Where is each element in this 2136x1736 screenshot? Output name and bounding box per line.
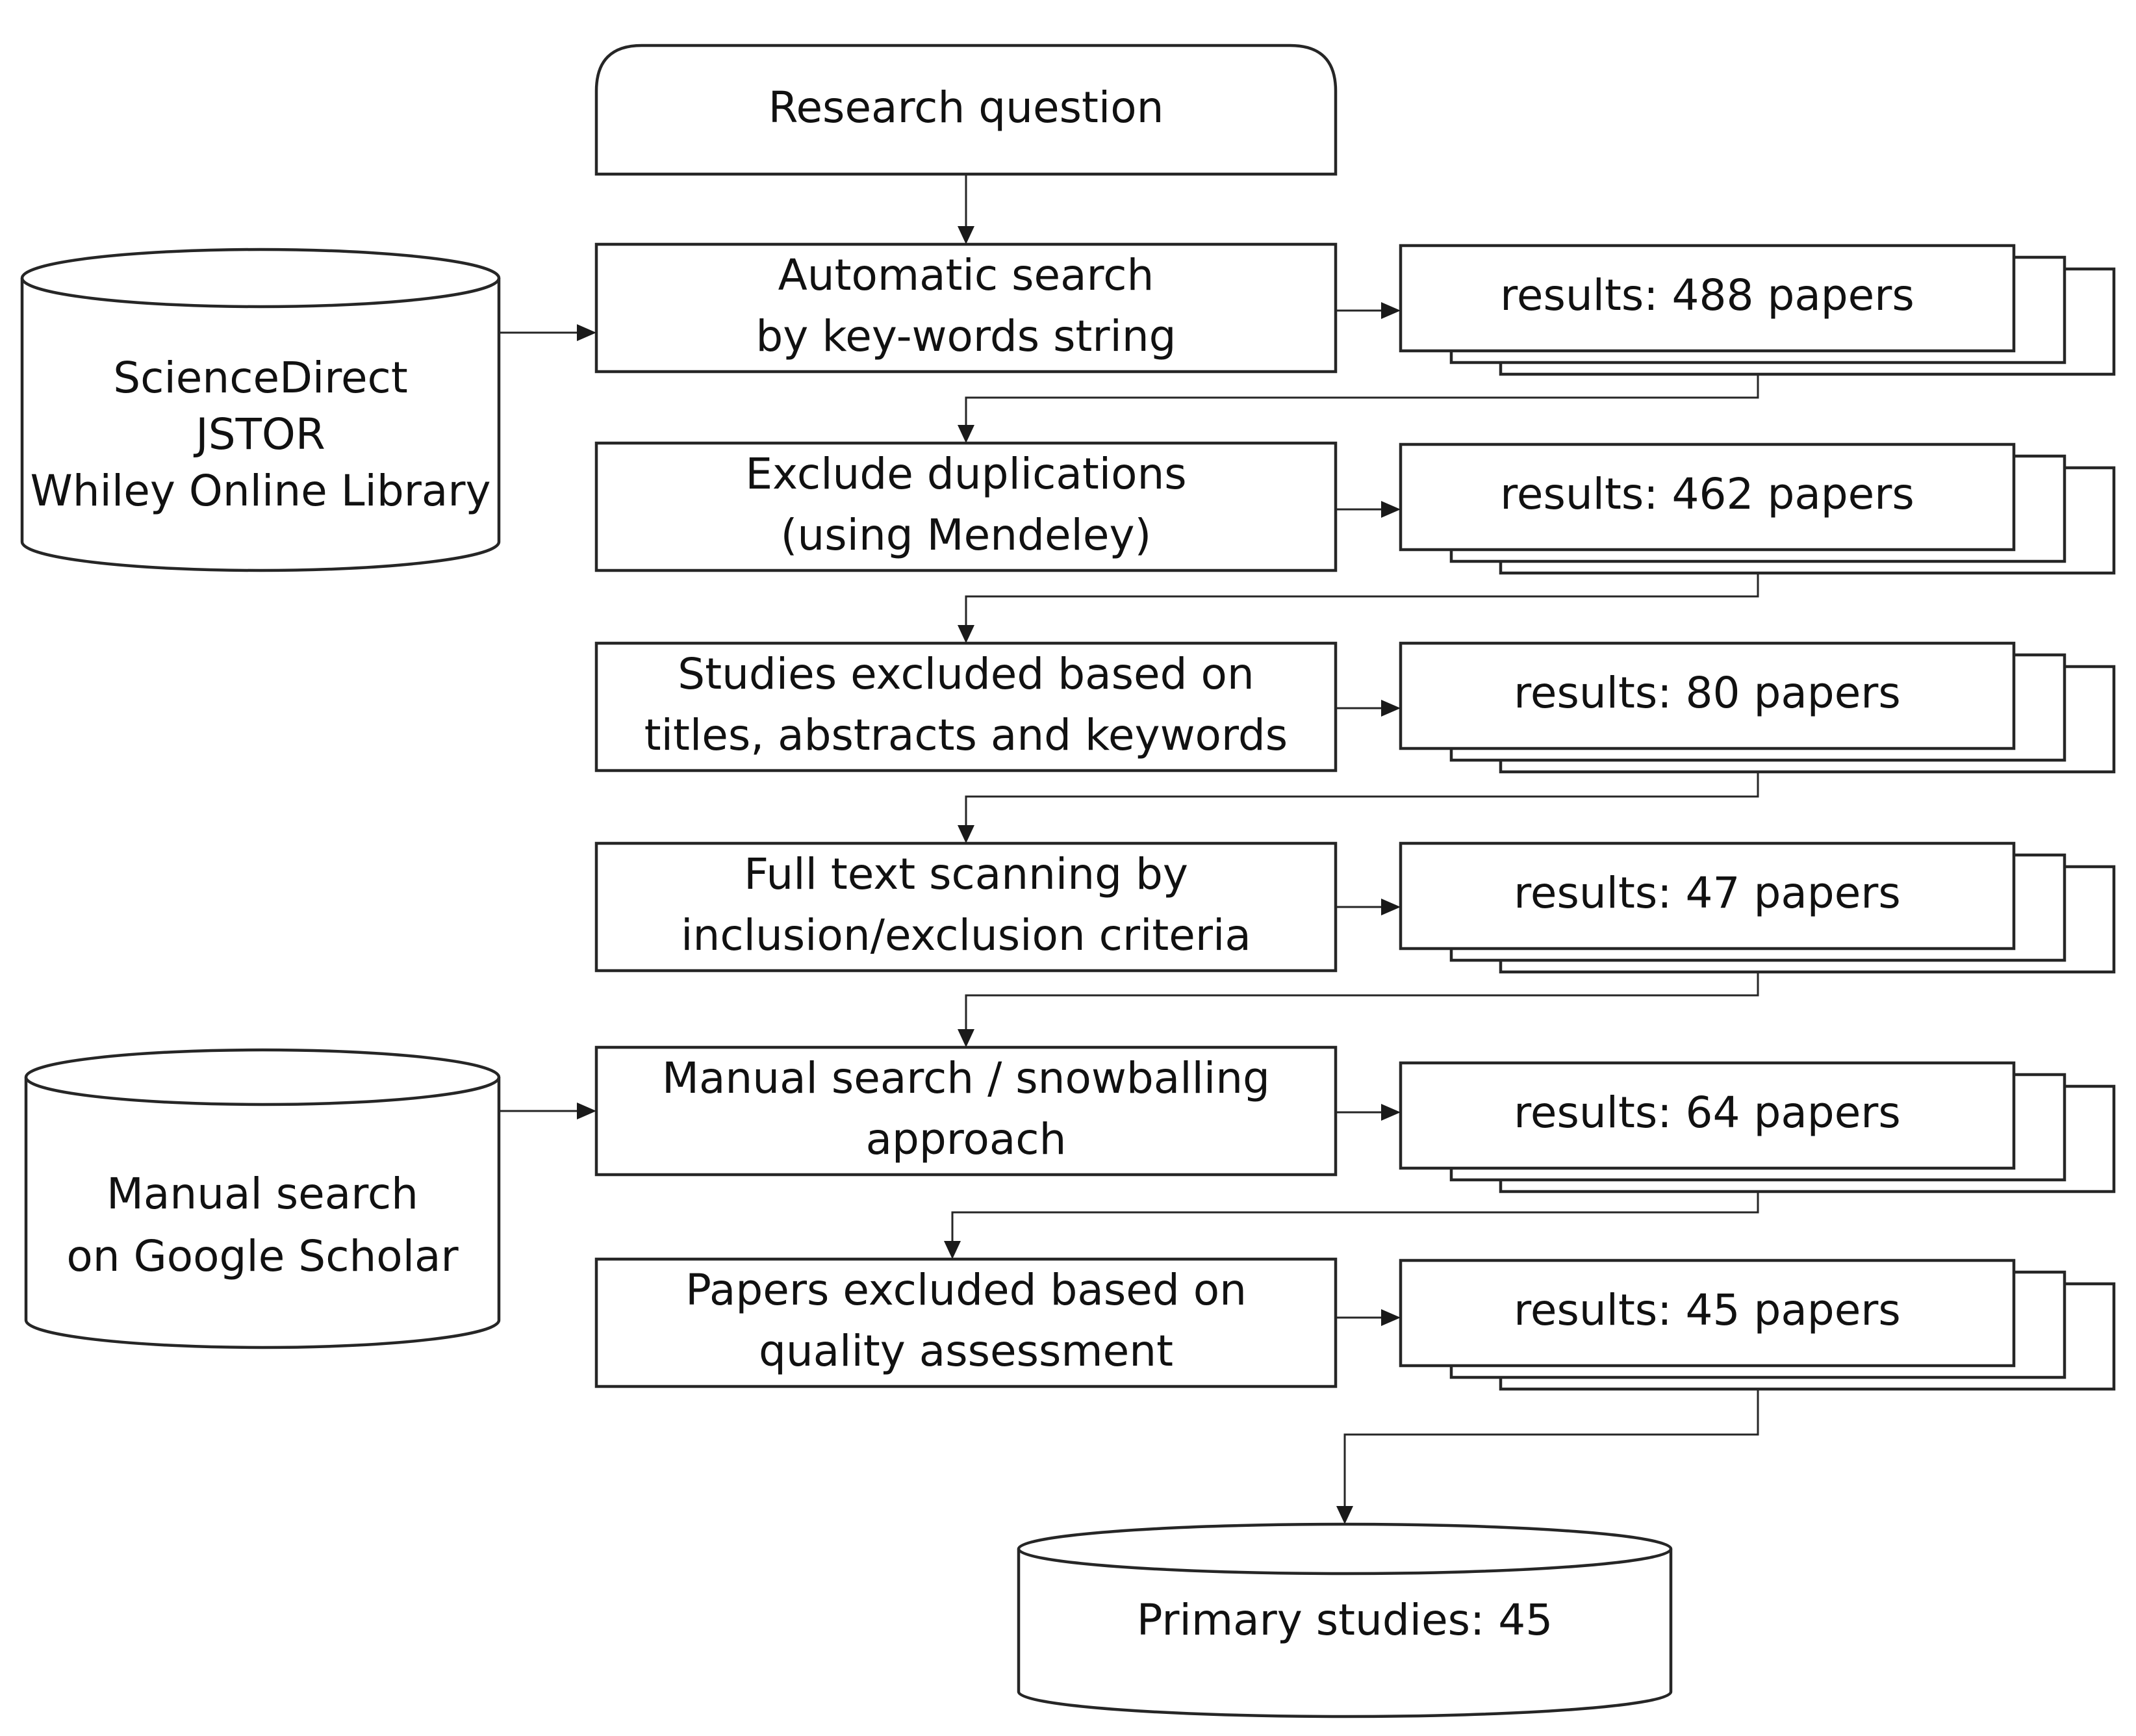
result-2-label: results: 462 papers — [1500, 469, 1914, 519]
arrowhead-step-6-to-result-6 — [1381, 1309, 1401, 1326]
arrowhead-sources-to-step-1 — [577, 324, 596, 341]
step-6-line-1: Papers excluded based on — [685, 1265, 1247, 1315]
step-2-exclude-duplications: Exclude duplications (using Mendeley) — [594, 441, 1338, 572]
step-5-line-2: approach — [866, 1114, 1067, 1164]
step-6-quality-assessment: Papers excluded based on quality assessm… — [594, 1257, 1338, 1388]
google-scholar-line-1: Manual search — [107, 1169, 418, 1219]
connector-result-5-to-step-6 — [951, 1192, 1759, 1241]
arrowhead-scholar-to-step-5 — [577, 1103, 596, 1119]
arrowhead-step-3-to-result-3 — [1381, 700, 1401, 717]
step-2-line-2: (using Mendeley) — [781, 510, 1152, 560]
result-3-label: results: 80 papers — [1514, 668, 1901, 718]
arrowhead-result-5-to-step-6 — [944, 1241, 961, 1259]
result-stack-4: results: 47 papers — [1399, 841, 2116, 974]
research-question-label: Research question — [769, 83, 1164, 133]
google-scholar-line-2: on Google Scholar — [66, 1231, 459, 1281]
connector-result-3-to-step-4 — [965, 772, 1759, 825]
connector-result-2-to-step-3 — [965, 573, 1759, 625]
result-stack-3: results: 80 papers — [1399, 641, 2116, 774]
arrowhead-result-6-to-primary — [1336, 1506, 1353, 1524]
step-3-line-2: titles, abstracts and keywords — [644, 710, 1288, 760]
google-scholar-node: Manual search on Google Scholar — [24, 1048, 501, 1349]
result-stack-5: results: 64 papers — [1399, 1061, 2116, 1194]
step-3-title-abstract-screening: Studies excluded based on titles, abstra… — [594, 641, 1338, 772]
step-1-automatic-search: Automatic search by key-words string — [594, 242, 1338, 374]
arrowhead-result-4-to-step-5 — [958, 1029, 974, 1047]
source-db-line-1: ScienceDirect — [113, 353, 407, 403]
step-2-line-1: Exclude duplications — [745, 449, 1186, 499]
research-question-node: Research question — [594, 44, 1338, 176]
connector-result-6-to-primary — [1343, 1389, 1759, 1506]
step-6-line-2: quality assessment — [759, 1326, 1173, 1376]
result-stack-2: results: 462 papers — [1399, 442, 2116, 575]
connectors — [499, 174, 1759, 1524]
source-db-line-2: JSTOR — [193, 409, 325, 459]
source-databases-node: ScienceDirect JSTOR Whiley Online Librar… — [20, 248, 501, 572]
step-3-line-1: Studies excluded based on — [678, 649, 1254, 699]
arrowhead-result-3-to-step-4 — [958, 825, 974, 843]
arrowhead-result-2-to-step-3 — [958, 625, 974, 643]
arrowhead-step-2-to-result-2 — [1381, 501, 1401, 518]
result-5-label: results: 64 papers — [1514, 1088, 1901, 1138]
primary-studies-label: Primary studies: 45 — [1137, 1595, 1553, 1645]
arrowhead-result-1-to-step-2 — [958, 425, 974, 443]
step-1-line-1: Automatic search — [778, 250, 1154, 300]
arrowhead-step-5-to-result-5 — [1381, 1104, 1401, 1121]
arrowhead-start-to-step-1 — [958, 226, 974, 244]
step-4-line-2: inclusion/exclusion criteria — [681, 910, 1251, 960]
result-6-label: results: 45 papers — [1514, 1285, 1901, 1335]
arrowhead-step-4-to-result-4 — [1381, 899, 1401, 915]
result-stack-6: results: 45 papers — [1399, 1258, 2116, 1391]
result-4-label: results: 47 papers — [1514, 868, 1901, 918]
step-5-line-1: Manual search / snowballing — [662, 1053, 1270, 1103]
step-4-full-text-scanning: Full text scanning by inclusion/exclusio… — [594, 841, 1338, 973]
step-5-manual-search: Manual search / snowballing approach — [594, 1045, 1338, 1177]
step-1-line-2: by key-words string — [756, 311, 1176, 361]
step-4-line-1: Full text scanning by — [744, 849, 1188, 899]
source-db-line-3: Whiley Online Library — [30, 466, 490, 516]
result-1-label: results: 488 papers — [1500, 270, 1914, 320]
connector-result-4-to-step-5 — [965, 972, 1759, 1029]
primary-studies-node: Primary studies: 45 — [1017, 1522, 1673, 1718]
connector-result-1-to-step-2 — [965, 374, 1759, 425]
arrowhead-step-1-to-result-1 — [1381, 302, 1401, 319]
result-stack-1: results: 488 papers — [1399, 244, 2116, 376]
